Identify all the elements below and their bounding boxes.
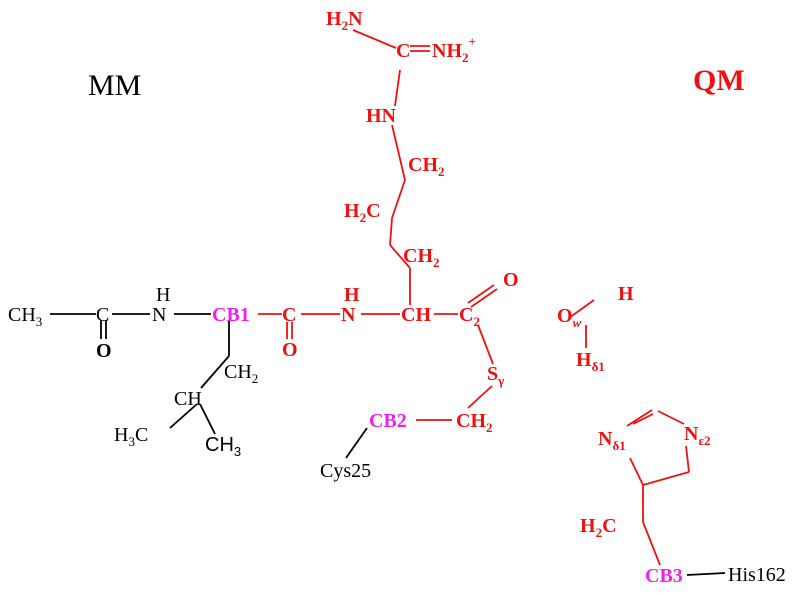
svg-text:H2N: H2N [326, 8, 363, 33]
svg-text:Sγ: Sγ [487, 363, 504, 388]
svg-text:Ow: Ow [557, 305, 582, 330]
cys25-label: Cys25 [320, 460, 371, 482]
s-gamma: Sγ [487, 363, 504, 388]
svg-text:C2: C2 [459, 304, 480, 329]
guanidinium-h2n: H2N [326, 8, 363, 33]
carbonyl-oxygen: O [282, 339, 298, 361]
acetyl-carbon: C [96, 304, 109, 326]
his-h2c: H2C [580, 515, 617, 540]
svg-text:CH2: CH2 [403, 245, 440, 270]
svg-text:H2C: H2C [580, 515, 617, 540]
leucine-ch2: CH2 [224, 361, 258, 386]
mm-region-label: MM [88, 69, 141, 102]
h-delta1: Hδ1 [576, 349, 605, 374]
qm-region-label: QM [693, 64, 745, 97]
water-oxygen: Ow [557, 305, 582, 330]
arg-ch2-a: CH2 [408, 154, 445, 179]
his162-label: His162 [728, 564, 786, 586]
svg-text:CH2: CH2 [408, 154, 445, 179]
c2-oxygen: O [503, 269, 519, 291]
amide-n-right: N [341, 304, 356, 326]
svg-text:CH2: CH2 [224, 361, 258, 386]
svg-text:H2C: H2C [344, 200, 381, 225]
svg-text:Hδ1: Hδ1 [576, 349, 605, 374]
svg-text:H3C: H3C [114, 424, 148, 449]
cys-ch2: CH2 [456, 410, 493, 435]
alpha-ch: CH [401, 304, 431, 326]
svg-text:Nε2: Nε2 [684, 423, 711, 448]
svg-text:Nδ1: Nδ1 [598, 428, 626, 453]
guanidinium-hn: HN [366, 105, 397, 127]
svg-text:CH3: CH3 [205, 434, 241, 459]
acetyl-oxygen: O [96, 340, 112, 362]
water-hydrogen: H [618, 283, 634, 305]
guanidinium-nh2-plus: NH2+ [432, 34, 476, 65]
qm-bonds [258, 29, 690, 566]
mm-bonds [50, 313, 726, 576]
leucine-h3c: H3C [114, 424, 148, 449]
n-delta1: Nδ1 [598, 428, 626, 453]
svg-text:CH3: CH3 [8, 304, 42, 329]
c2-carbon: C2 [459, 304, 480, 329]
svg-text:CH2: CH2 [456, 410, 493, 435]
amide-n-right-h: H [344, 284, 360, 306]
cb1-boundary-atom: CB1 [212, 304, 250, 326]
methyl-left: CH3 [8, 304, 42, 329]
arg-h2c-b: H2C [344, 200, 381, 225]
leucine-ch: CH [174, 388, 202, 410]
cb3-boundary-atom: CB3 [645, 565, 683, 587]
amide-n-left-h: H [156, 284, 170, 306]
svg-text:NH2+: NH2+ [432, 34, 476, 65]
cb2-boundary-atom: CB2 [369, 410, 407, 432]
leucine-ch3-right: CH3 [205, 434, 241, 459]
arg-ch2-c: CH2 [403, 245, 440, 270]
guanidinium-carbon: C [396, 40, 410, 62]
amide-n-left: N [152, 304, 166, 326]
n-epsilon2: Nε2 [684, 423, 711, 448]
carbonyl-carbon: C [282, 304, 296, 326]
